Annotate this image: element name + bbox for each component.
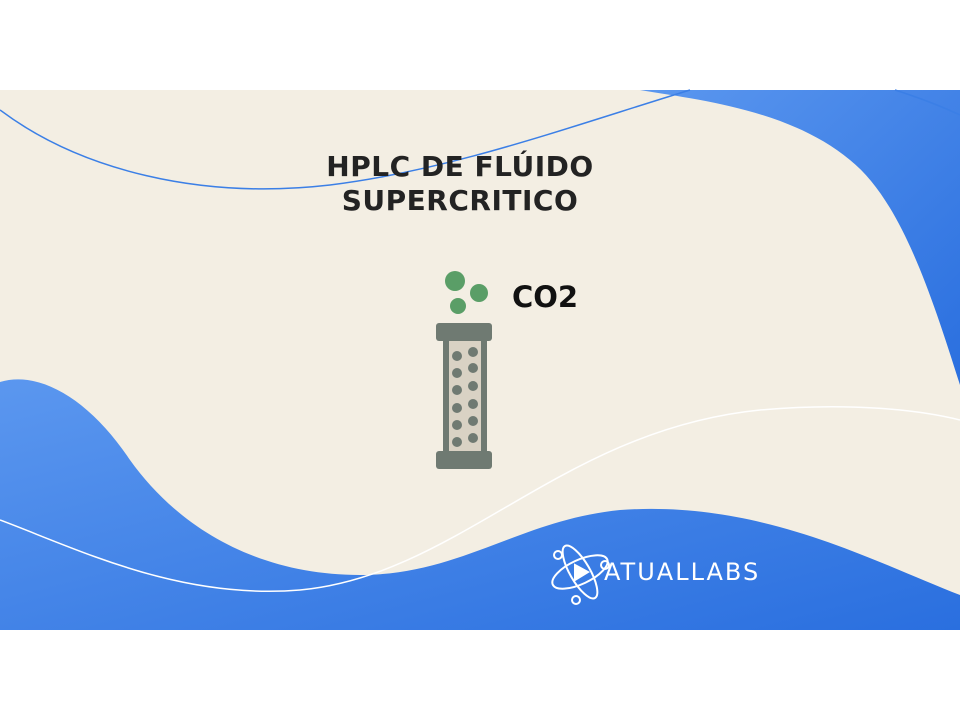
co2-molecules-icon	[445, 271, 488, 314]
slide-title: HPLC DE FLÚIDO SUPERCRITICO	[300, 150, 620, 218]
title-line-1: HPLC DE FLÚIDO	[326, 150, 594, 183]
atuallabs-logo-icon	[551, 544, 610, 605]
top-right-wave	[640, 90, 960, 385]
thin-line-top-right	[894, 89, 960, 116]
thin-line-top	[0, 89, 691, 190]
co2-label: CO2	[512, 280, 579, 314]
bottom-wave	[0, 379, 960, 630]
chromatography-column-icon	[436, 323, 492, 469]
brand-name: ATUALLABS	[604, 558, 761, 586]
title-line-2: SUPERCRITICO	[341, 184, 579, 217]
thin-line-bottom	[0, 405, 960, 592]
